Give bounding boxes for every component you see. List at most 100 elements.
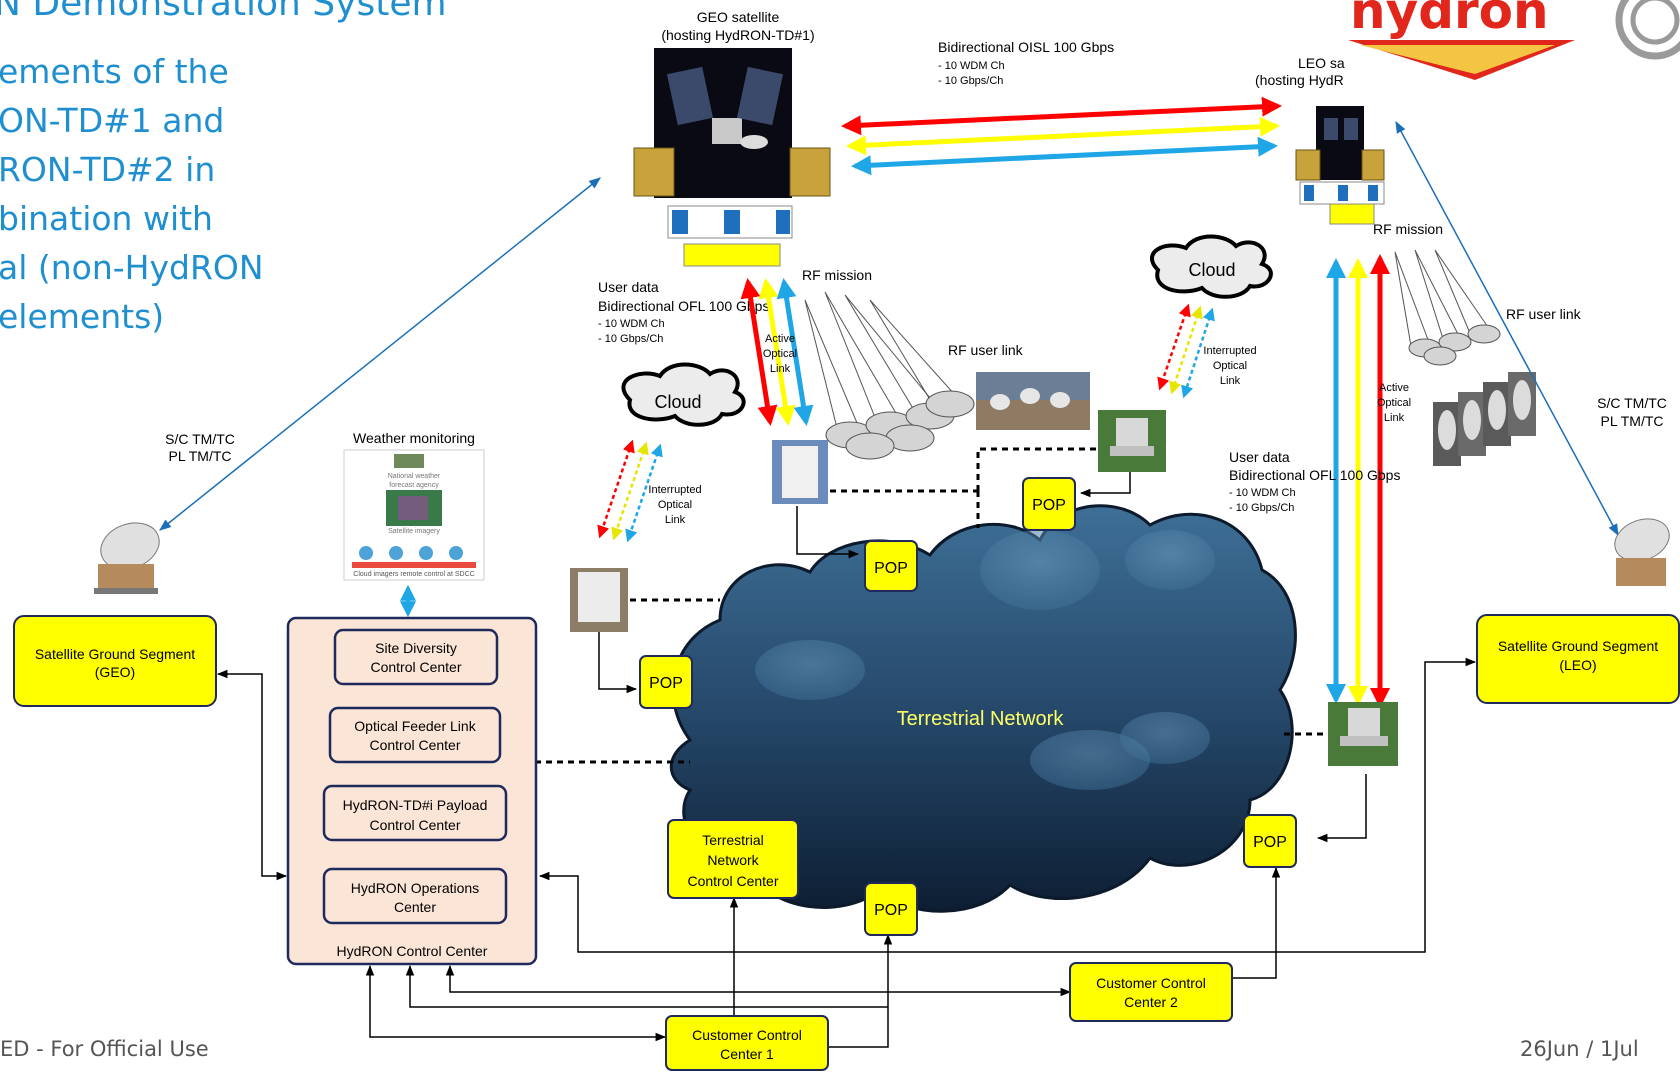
svg-text:Site Diversity: Site Diversity xyxy=(375,640,457,656)
svg-text:Bidirectional OFL 100 Gbps: Bidirectional OFL 100 Gbps xyxy=(598,298,769,314)
geo-telescope-right xyxy=(789,147,831,197)
leo-satellite-label-1: LEO sa xyxy=(1298,55,1345,71)
geo-satellite-label-1: GEO satellite xyxy=(697,9,780,25)
oisl-detail-1: - 10 WDM Ch xyxy=(938,60,1005,72)
pop-5: POP xyxy=(864,882,918,936)
sc-tmtc-right-2: PL TM/TC xyxy=(1600,413,1663,429)
sc-tmtc-left-2: PL TM/TC xyxy=(168,448,231,464)
customer-control-center-1: Customer Control Center 1 xyxy=(665,1015,829,1071)
terrestrial-network-control-center: Terrestrial Network Control Center xyxy=(667,819,799,899)
interrupted-link-left: Interrupted Optical Link xyxy=(597,439,702,543)
svg-text:POP: POP xyxy=(649,675,683,692)
svg-text:Interrupted: Interrupted xyxy=(1203,345,1256,357)
pop-1: POP xyxy=(864,540,918,592)
optical-station-left-photo xyxy=(570,568,628,632)
svg-text:Optical: Optical xyxy=(658,499,692,511)
svg-text:POP: POP xyxy=(874,902,908,919)
optical-station-right-photo xyxy=(1098,410,1166,472)
esa-logo-icon xyxy=(1615,0,1680,60)
rf-user-link-leo-label: RF user link xyxy=(1506,306,1582,322)
svg-text:Satellite Ground Segment: Satellite Ground Segment xyxy=(35,646,195,662)
svg-text:Terrestrial: Terrestrial xyxy=(702,832,763,848)
svg-text:Bidirectional OFL 100 Gbps: Bidirectional OFL 100 Gbps xyxy=(1229,467,1400,483)
solid-connectors xyxy=(216,472,1477,1048)
logo-wordmark: nydron xyxy=(1350,0,1549,40)
leo-tmtc-link xyxy=(1395,120,1619,537)
svg-text:Optical: Optical xyxy=(1377,397,1411,409)
pop-3: POP xyxy=(1022,477,1076,531)
rf-user-link-geo-label: RF user link xyxy=(948,342,1024,358)
svg-text:Optical: Optical xyxy=(763,348,797,360)
svg-text:Cloud: Cloud xyxy=(654,392,701,412)
hydron-logo: nydron xyxy=(1348,0,1680,80)
ground-antenna-geo xyxy=(94,522,160,594)
svg-text:- 10 Gbps/Ch: - 10 Gbps/Ch xyxy=(598,333,663,345)
rf-mission-leo-label: RF mission xyxy=(1373,221,1443,237)
site-diversity-control-center: Site Diversity Control Center xyxy=(333,628,499,686)
svg-text:(GEO): (GEO) xyxy=(95,664,135,680)
sc-tmtc-left-1: S/C TM/TC xyxy=(165,431,235,447)
svg-text:HydRON-TD#i Payload: HydRON-TD#i Payload xyxy=(343,797,488,813)
side-text-line-1: ements of the xyxy=(0,52,229,91)
svg-text:(LEO): (LEO) xyxy=(1559,657,1596,673)
svg-text:Cloud: Cloud xyxy=(1188,260,1235,280)
svg-text:Interrupted: Interrupted xyxy=(648,484,701,496)
leo-rf-beams xyxy=(1394,249,1501,366)
svg-text:POP: POP xyxy=(874,560,908,577)
svg-text:Customer Control: Customer Control xyxy=(1096,975,1206,991)
svg-text:Center: Center xyxy=(394,899,436,915)
svg-text:National weather: National weather xyxy=(388,473,441,480)
footer-date: 26Jun / 1Jul xyxy=(1520,1037,1639,1061)
sc-tmtc-right-1: S/C TM/TC xyxy=(1597,395,1667,411)
hydron-operations-center: HydRON Operations Center xyxy=(322,867,508,925)
payload-control-center: HydRON-TD#i Payload Control Center xyxy=(322,784,508,842)
oisl-red-line xyxy=(841,96,1282,136)
svg-text:Network: Network xyxy=(707,852,759,868)
svg-text:Center 1: Center 1 xyxy=(720,1046,774,1062)
geo-rf-beams xyxy=(804,291,975,460)
hydron-control-center: HydRON Control Center Site Diversity Con… xyxy=(286,616,538,966)
pop-4: POP xyxy=(1243,814,1297,868)
geo-satellite: GEO satellite (hosting HydRON-TD#1) xyxy=(633,9,831,267)
satellite-ground-segment-geo: Satellite Ground Segment (GEO) xyxy=(13,615,217,707)
side-text-line-6: elements) xyxy=(0,297,165,336)
svg-text:- 10 Gbps/Ch: - 10 Gbps/Ch xyxy=(1229,502,1294,514)
geo-feeder-link: Active Optical Link xyxy=(740,278,814,426)
svg-text:POP: POP xyxy=(1253,834,1287,851)
oisl-yellow-line xyxy=(846,116,1280,156)
geo-telescope-left xyxy=(633,147,675,197)
svg-text:Control Center: Control Center xyxy=(370,659,461,675)
svg-text:User data: User data xyxy=(1229,449,1290,465)
leo-satellite-label-2: (hosting HydR xyxy=(1255,72,1344,88)
svg-text:Active: Active xyxy=(1379,382,1409,394)
svg-text:Optical Feeder Link: Optical Feeder Link xyxy=(354,718,476,734)
svg-text:Cloud imagers remote control a: Cloud imagers remote control at SDCC xyxy=(353,571,474,578)
terrestrial-network-label: Terrestrial Network xyxy=(897,708,1065,730)
footer-classification: ED - For Official Use xyxy=(0,1037,209,1061)
oisl-blue-line xyxy=(851,136,1278,176)
pop-2: POP xyxy=(639,655,693,709)
svg-text:Control Center: Control Center xyxy=(369,737,460,753)
ofl-control-center: Optical Feeder Link Control Center xyxy=(328,706,502,764)
leo-user-data-label: User data Bidirectional OFL 100 Gbps - 1… xyxy=(1229,449,1400,514)
oisl-link: Bidirectional OISL 100 Gbps - 10 WDM Ch … xyxy=(841,39,1282,176)
cloud-left: Cloud xyxy=(621,362,746,427)
optical-station-leo-photo xyxy=(1328,702,1398,766)
svg-text:Active: Active xyxy=(765,333,795,345)
satellite-ground-segment-leo: Satellite Ground Segment (LEO) xyxy=(1476,614,1680,704)
oisl-title: Bidirectional OISL 100 Gbps xyxy=(938,39,1114,55)
geo-satellite-label-2: (hosting HydRON-TD#1) xyxy=(661,27,814,43)
optical-station-geo-photo xyxy=(772,440,828,504)
slide-title: N Demonstration System xyxy=(0,0,447,24)
rf-mission-geo-label: RF mission xyxy=(802,267,872,283)
ground-antenna-leo xyxy=(1614,518,1670,586)
leo-satellite: LEO sa (hosting HydR xyxy=(1255,55,1385,225)
svg-text:Link: Link xyxy=(770,363,791,375)
svg-text:Link: Link xyxy=(665,514,686,526)
svg-text:Satellite Ground Segment: Satellite Ground Segment xyxy=(1498,638,1658,654)
svg-text:Customer Control: Customer Control xyxy=(692,1027,802,1043)
svg-text:HydRON Operations: HydRON Operations xyxy=(351,880,479,896)
leo-satellite-image xyxy=(1316,106,1364,180)
